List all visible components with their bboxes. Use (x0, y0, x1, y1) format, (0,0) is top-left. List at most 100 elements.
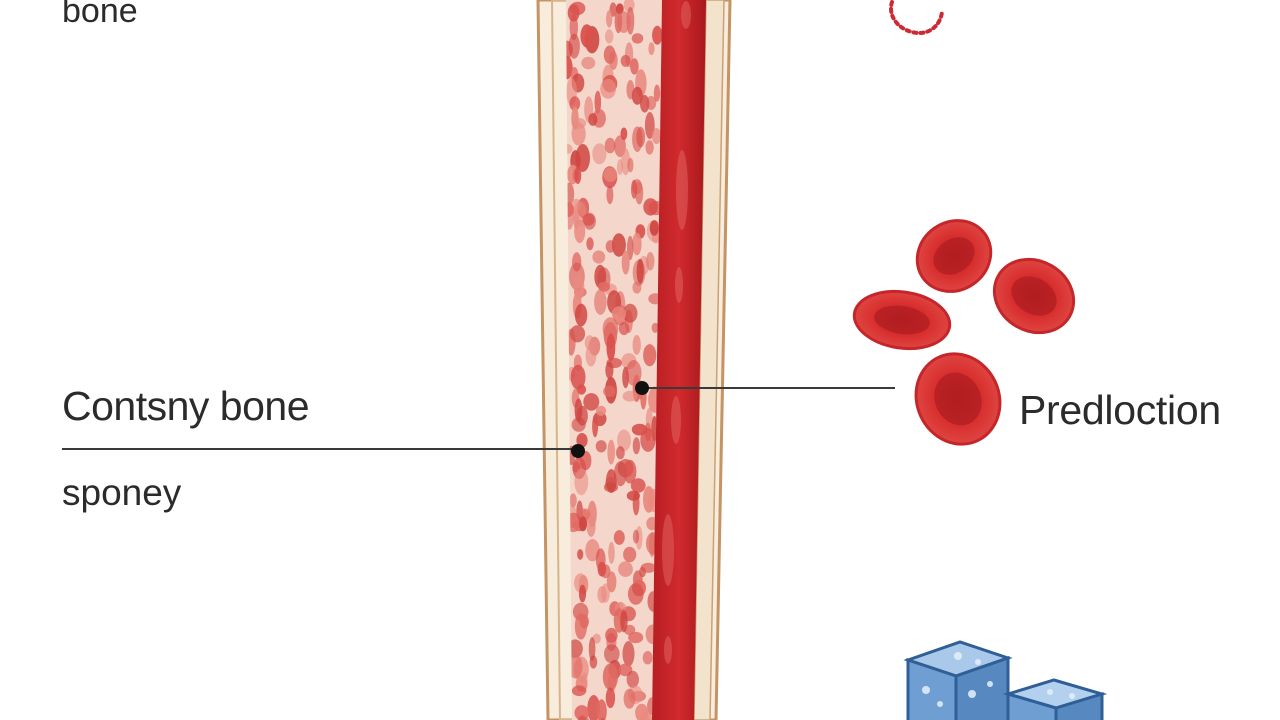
spongy-bone-spot (602, 317, 619, 341)
spongy-bone-spot (653, 84, 661, 102)
spongy-bone-spot (586, 515, 596, 537)
spongy-bone-spot (622, 390, 638, 402)
stem-cell-cube-icon (903, 640, 1013, 720)
spongy-bone-spot (604, 29, 614, 44)
spongy-bone-spot (568, 654, 583, 679)
spongy-bone-spot (649, 220, 659, 236)
spongy-bone-spot (605, 361, 614, 380)
spongy-bone-spot (631, 33, 644, 44)
spongy-bone-spot (575, 144, 590, 172)
spongy-bone-spot (648, 42, 655, 55)
spongy-bone-spot (571, 122, 586, 146)
spongy-bone-spot (576, 384, 587, 395)
pointer-lines (62, 381, 895, 458)
spongy-bone-spot (632, 126, 643, 152)
spongy-bone-spot (627, 157, 634, 173)
stem-cell-cube-icon (1002, 678, 1108, 720)
spongy-bone-spot (632, 335, 641, 355)
spongy-bone-spot (611, 233, 626, 257)
spongy-bone-spot (606, 571, 617, 593)
spongy-bone-spot (594, 289, 607, 315)
spongy-bone-spot (632, 232, 642, 256)
spongy-bone-spot (627, 583, 644, 605)
spongy-bone-spot (643, 486, 655, 513)
spongy-bone-spot (592, 415, 599, 438)
spongy-bone-spot (606, 185, 614, 205)
spongy-bone-spot (579, 516, 587, 532)
spongy-bone-spot (623, 546, 637, 563)
spongy-bone-spot (574, 303, 588, 327)
spongy-bone-label: sponey (62, 472, 182, 513)
spongy-bone-spot (630, 478, 646, 493)
spongy-bone-spot (608, 541, 615, 564)
spongy-bone-spot (569, 1, 586, 16)
spongy-bone-spot (631, 86, 643, 105)
spongy-bone-spot (606, 10, 613, 28)
blood-production-label: Predloction (1019, 387, 1221, 433)
spongy-bone-spot (583, 393, 600, 411)
spongy-bone-spot (574, 166, 582, 184)
spongy-bone-spot (623, 459, 637, 484)
spongy-bone-spot (626, 80, 635, 100)
spongy-bone-spot (569, 14, 578, 41)
spongy-bone-texture (566, 0, 662, 720)
spongy-bone-spot (571, 685, 587, 696)
red-blood-cell-icon (992, 257, 1076, 335)
spongy-bone-spot (571, 417, 586, 432)
spongy-bone-spot (616, 446, 625, 460)
spongy-bone-spot (605, 627, 618, 643)
spongy-bone-spot (636, 258, 644, 284)
spongy-bone-spot (620, 54, 631, 67)
spongy-bone-spot (618, 561, 633, 577)
spongy-bone-spot (645, 140, 654, 155)
spongy-bone-spot (600, 78, 616, 99)
red-blood-cell-icon (915, 219, 993, 293)
spongy-bone-spot (606, 333, 616, 362)
spongy-bone-spot (589, 655, 598, 669)
spongy-bone-spot (613, 530, 625, 545)
spongy-bone-spot (588, 113, 598, 126)
spongy-bone-spot (626, 490, 641, 501)
spongy-bone-spot (576, 433, 588, 448)
spongy-bone-spot (581, 56, 596, 70)
spongy-bone-spot (570, 364, 586, 390)
spongy-bone-spot (642, 651, 653, 665)
spongy-bone-spot (618, 321, 630, 336)
spongy-bone-spot (652, 25, 662, 45)
spongy-bone-spot (632, 529, 640, 544)
spongy-bone-spot (608, 51, 618, 70)
spongy-bone-spot (592, 250, 606, 264)
spongy-bone-spot (568, 33, 580, 59)
spongy-bone-spot (585, 344, 597, 367)
spongy-bone-spot (611, 306, 627, 322)
spongy-bone-spot (574, 705, 590, 720)
spongy-bone-spot (569, 493, 577, 508)
spongy-bone-spot (622, 303, 638, 323)
spongy-bone-spot (644, 112, 655, 139)
spongy-bone-spot (578, 584, 587, 603)
spongy-bone-spot (640, 562, 656, 573)
spongy-bone-spot (569, 96, 581, 111)
spongy-bone-spot (600, 564, 611, 579)
red-squiggle-icon (889, 0, 944, 35)
spongy-bone-spot (630, 58, 639, 75)
spongy-bone-spot (580, 24, 594, 48)
spongy-bone-spot (640, 428, 656, 452)
spongy-bone-spot (596, 699, 607, 720)
spongy-bone-spot (643, 198, 658, 216)
compact-bone-pointer-dot (571, 444, 585, 458)
stem-cell-cubes (903, 640, 1108, 720)
spongy-bone-spot (574, 613, 588, 640)
bone-shaft (536, 0, 732, 720)
spongy-bone-spot (617, 11, 631, 33)
spongy-bone-spot (566, 56, 573, 80)
spongy-bone-spot (603, 385, 616, 397)
spongy-bone-spot (620, 609, 628, 633)
spongy-bone-spot (639, 710, 653, 720)
spongy-bone-spot (577, 549, 584, 560)
spongy-bone-spot (566, 328, 576, 356)
spongy-bone-spot (592, 143, 607, 165)
spongy-bone-spot (603, 167, 618, 182)
